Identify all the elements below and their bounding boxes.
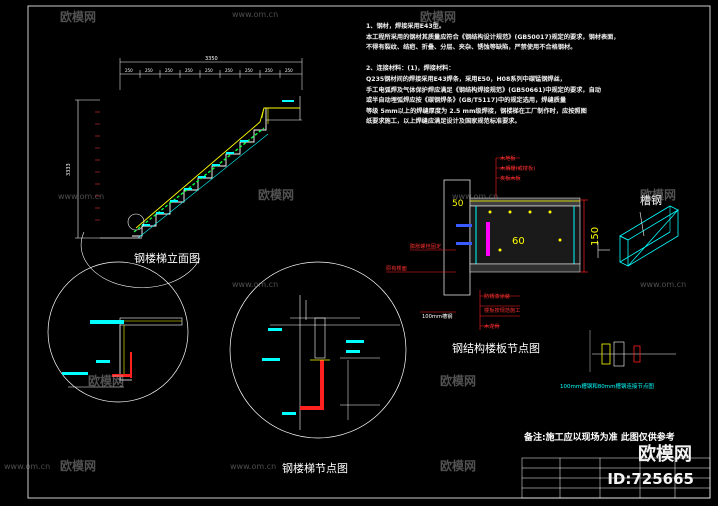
note-line: 本工程所采用的钢材其质量应符合《钢结构设计规范》(GB50017)规定的要求，钢…	[366, 33, 620, 41]
note-line: 2、连接材料：(1)，焊接材料：	[366, 65, 455, 73]
watermark-brand: 欧模网	[640, 188, 677, 202]
watermark-url: www.om.cn	[230, 462, 277, 471]
floor-slab-node: 50 60 150 木地板 木搁栅(或楼板) 夹板木板 膨胀螺栓固定 原有楼面	[386, 154, 601, 330]
stair-elevation: 250 250 250 250 250 250 250 250 250 3350 3333	[66, 56, 303, 288]
svg-text:250: 250	[265, 68, 273, 73]
callout-joist: 木搁栅(或楼板)	[500, 164, 535, 172]
brand-logo: 欧模网	[638, 444, 692, 465]
stair-detail-circle-left	[47, 261, 189, 403]
note-line	[366, 54, 628, 65]
note-line: 手工电弧焊及气体保护焊应满足《钢结构焊接规范》(GB50661)中规定的要求，自…	[366, 86, 601, 94]
callout-keel: 木龙骨	[484, 322, 500, 330]
watermark-brand: 欧模网	[258, 188, 295, 202]
elevation-title: 钢楼梯立面图	[134, 251, 200, 265]
note-line: 纸要求施工，以上焊缝应满足设计及国家规范标准要求。	[366, 118, 521, 126]
watermark-url: www.om.cn	[232, 280, 279, 289]
note-line: 或半自动埋弧焊应按《碳钢焊条》(GB/T5117)中的规定选用，焊缝质量	[366, 97, 567, 105]
callout-wood-floor: 木地板	[500, 154, 516, 162]
dim-50: 50	[452, 199, 464, 209]
callout-plywood: 夹板木板	[500, 174, 522, 182]
channel-connection-detail	[589, 330, 676, 372]
remark-text: 备注:施工应以现场为准 此图仅供参考	[523, 431, 675, 443]
channel-caption: 100mm槽钢和80mm槽钢连接节点图	[560, 382, 654, 390]
watermark-url: www.om.cn	[452, 192, 499, 201]
image-id: ID:725665	[607, 470, 694, 488]
watermark-url: www.om.cn	[4, 462, 51, 471]
stair-detail-circle-right	[229, 261, 407, 439]
note-line: 不得有裂纹、结疤、折叠、分层、夹杂、锈蚀等缺陷，严禁使用不合格钢材。	[366, 44, 577, 52]
callout-existing-floor: 原有楼面	[386, 264, 407, 272]
svg-text:250: 250	[205, 68, 213, 73]
spec-notes: 1、钢材，焊接采用E43型。 本工程所采用的钢材其质量应符合《钢结构设计规范》(…	[366, 22, 628, 128]
stair-node-title: 钢楼梯节点图	[282, 461, 348, 475]
thickness-dimension: 150	[590, 227, 601, 246]
svg-text:250: 250	[225, 68, 233, 73]
drawing-frame	[27, 5, 711, 499]
callout-slab-construction: 楼板按规范施工	[484, 306, 520, 314]
total-width-dimension: 3350	[205, 56, 218, 62]
svg-text:250: 250	[185, 68, 193, 73]
note-line: 1、钢材，焊接采用E43型。	[366, 23, 446, 30]
svg-text:250: 250	[125, 68, 133, 73]
watermark-brand: 欧模网	[420, 10, 457, 24]
callout-rust-paint: 防锈漆涂装	[484, 292, 510, 300]
height-dimension: 3333	[66, 163, 72, 176]
title-block	[521, 457, 711, 499]
watermark-brand: 欧模网	[88, 374, 125, 388]
watermark-brand: 欧模网	[440, 374, 477, 388]
dim-60: 60	[512, 236, 525, 247]
channel-label: 槽钢	[640, 194, 662, 207]
svg-text:250: 250	[245, 68, 253, 73]
svg-text:250: 250	[145, 68, 153, 73]
watermark-brand: 欧模网	[60, 10, 97, 24]
svg-text:250: 250	[165, 68, 173, 73]
watermark-url: www.om.cn	[58, 192, 105, 201]
callout-100-channel: 100mm槽钢	[422, 312, 452, 320]
watermark-url: www.om.cn	[232, 10, 279, 19]
watermark-brand: 欧模网	[60, 459, 97, 473]
note-line: Q235钢材间的焊接采用E43焊条，采用E50，H08系列中碳锰钢焊丝，	[366, 75, 566, 83]
floor-node-title: 钢结构楼板节点图	[452, 341, 540, 355]
watermark-brand: 欧模网	[440, 459, 477, 473]
note-line: 等级 5mm以上的焊缝厚度为 2.5 mm级焊接，钢楼梯在工厂制作时，应按照图	[366, 107, 587, 115]
callout-expansion-bolt: 膨胀螺栓固定	[410, 242, 441, 250]
svg-text:250: 250	[285, 68, 293, 73]
channel-steel-detail: 槽钢	[597, 194, 679, 267]
watermark-url: www.om.cn	[640, 280, 687, 289]
